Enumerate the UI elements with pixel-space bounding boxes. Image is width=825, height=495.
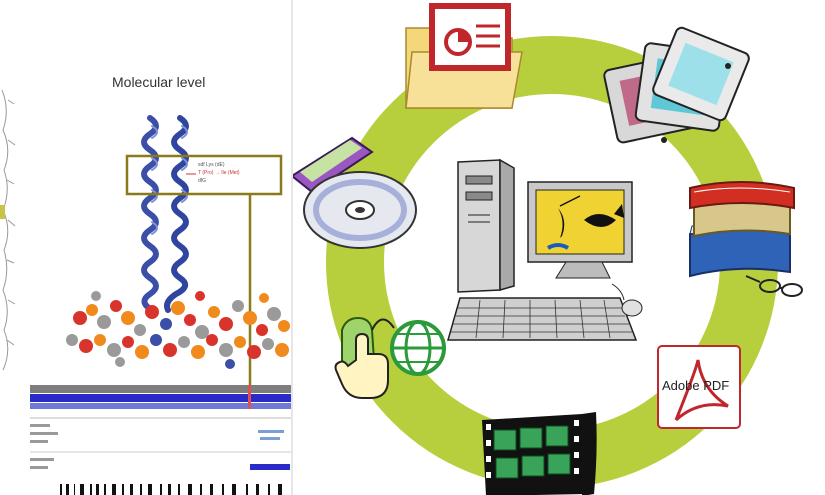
photo-slides-icon	[603, 26, 750, 144]
adobe-pdf-label: Adobe PDF	[662, 378, 729, 393]
box-annotation-line-2: T (Pro) → Ile (Met)	[198, 170, 240, 176]
mouse-globe-icon	[334, 316, 446, 399]
presentation-folder-icon	[405, 3, 523, 109]
left-sketch-strip	[0, 89, 16, 371]
molecular-figure-panel: Molecular level sdf Lys (dE) T (Pro) → I…	[0, 0, 292, 495]
media-cycle-illustration: Adobe PDF	[293, 3, 803, 495]
alpha-helix	[141, 115, 189, 313]
sequence-tracks	[30, 385, 292, 495]
media-cycle-panel: Adobe PDF	[293, 0, 825, 495]
box-annotation-line-3: dfG	[198, 178, 206, 184]
dna-atoms	[66, 291, 290, 369]
panel-divider	[291, 0, 293, 495]
box-annotation-line-1: sdf Lys (dE)	[198, 162, 225, 168]
adobe-pdf-icon	[657, 345, 741, 429]
mutation-highlight-box	[125, 154, 283, 392]
desktop-computer-icon	[447, 158, 643, 341]
books-icon	[689, 181, 803, 297]
molecular-level-title: Molecular level	[112, 74, 206, 90]
cd-disc-icon	[293, 136, 417, 249]
molecular-illustration: sdf Lys (dE) T (Pro) → Ile (Met) dfG	[0, 89, 292, 495]
film-strip-icon	[482, 412, 597, 495]
